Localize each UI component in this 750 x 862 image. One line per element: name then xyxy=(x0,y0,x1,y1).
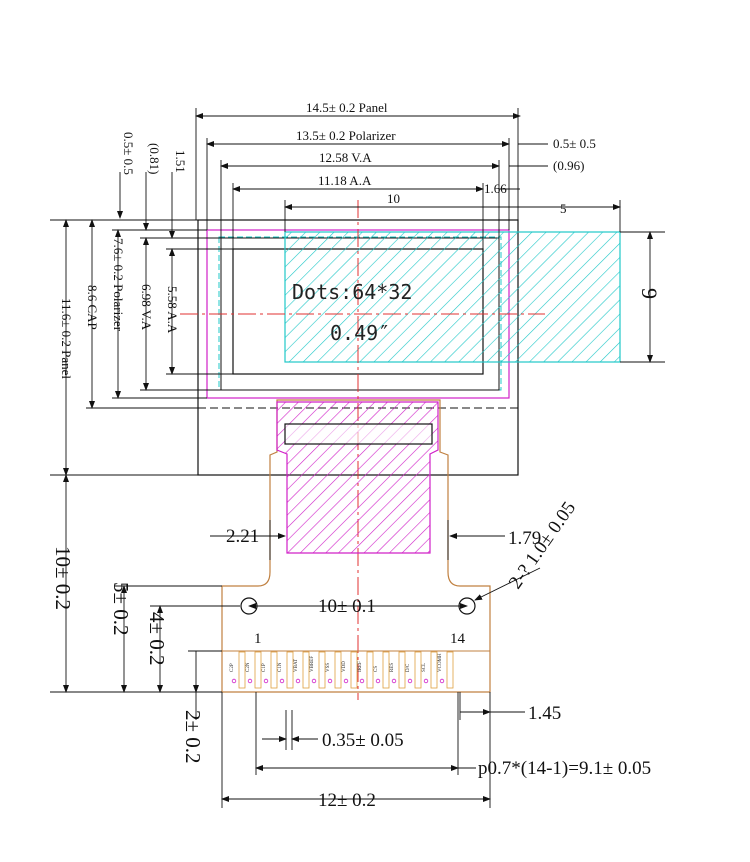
fpc-5-label: 5± 0.2 xyxy=(109,582,133,636)
pin-label: SCL xyxy=(422,663,427,672)
dots-label: Dots:64*32 xyxy=(292,280,412,304)
offset-10-label: 10 xyxy=(387,191,400,206)
panel-width-label: 14.5± 0.2 Panel xyxy=(306,100,388,115)
left-dimension-lines xyxy=(50,219,233,476)
top-dimension-lines xyxy=(195,108,621,249)
pin-pads: C2P C2N C1P C1N VBAT VBREF VSS VDD IREF CS RES D/C S… xyxy=(230,651,454,689)
right-dimension-lines xyxy=(620,231,665,363)
pin-dot xyxy=(407,678,413,684)
fpc-10-label: 10± 0.2 xyxy=(51,546,75,610)
fpc-2-label: 2± 0.2 xyxy=(181,710,205,764)
pin-first-label: 1 xyxy=(254,631,262,647)
pin-pad xyxy=(398,651,406,689)
fpc-179-label: 1.79 xyxy=(508,528,541,549)
pad-145-label: 1.45 xyxy=(528,703,561,724)
dot-region xyxy=(284,231,621,363)
stiffener-window xyxy=(284,423,433,445)
pin-label: RES xyxy=(390,663,395,672)
pin-pad xyxy=(382,651,390,689)
pin-pad xyxy=(366,651,374,689)
pin-pad xyxy=(446,651,454,689)
fpc-width-label: 12± 0.2 xyxy=(318,790,376,811)
fpc-4-label: 4± 0.2 xyxy=(145,612,169,666)
pin-dot xyxy=(247,678,253,684)
aa-height-label: 5.58 A.A xyxy=(165,286,180,334)
right-5-label: 5 xyxy=(560,201,567,216)
pin-dot xyxy=(423,678,429,684)
right-05-label: 0.5± 0.5 xyxy=(553,136,596,151)
pin-dot xyxy=(295,678,301,684)
pin-label: VSS xyxy=(326,663,331,672)
pin-pad xyxy=(238,651,246,689)
pin-dot xyxy=(231,678,237,684)
pin-label: IREF xyxy=(358,661,363,672)
pin-pad xyxy=(350,651,358,689)
pin-label: C2N xyxy=(246,662,251,672)
right-096-label: (0.96) xyxy=(553,158,584,173)
pin-last-label: 14 xyxy=(450,631,466,647)
pad-pitch-label: p0.7*(14-1)=9.1± 0.05 xyxy=(478,758,651,779)
pin-dot xyxy=(327,678,333,684)
pin-label: VDD xyxy=(342,661,347,672)
pin-pad xyxy=(254,651,262,689)
hole-pitch-label: 10± 0.1 xyxy=(318,596,376,617)
pin-label: C2P xyxy=(230,663,235,672)
pin-pad xyxy=(414,651,422,689)
pin-pad xyxy=(430,651,438,689)
left-151-label: 1.51 xyxy=(173,150,188,173)
size-label: 0.49″ xyxy=(330,321,390,345)
pin-label: C1N xyxy=(278,662,283,672)
pin-dot xyxy=(439,678,445,684)
left-05-label: 0.5± 0.5 xyxy=(121,132,136,175)
right-166-label: 1.66 xyxy=(484,181,507,196)
pin-pad xyxy=(318,651,326,689)
pin-label: D/C xyxy=(406,663,411,672)
pin-pad xyxy=(270,651,278,689)
pin-pad xyxy=(334,651,342,689)
height-9-label: 9 xyxy=(637,288,662,299)
cap-height-label: 8.6 CAP xyxy=(85,285,100,330)
panel-height-label: 11.6± 0.2 Panel xyxy=(59,298,74,379)
va-width-label: 12.58 V.A xyxy=(319,150,372,165)
left-top-dimension-lines xyxy=(100,172,233,250)
left-081-label: (0.81) xyxy=(147,143,162,174)
pin-dot xyxy=(375,678,381,684)
pin-label: CS xyxy=(374,666,379,672)
pin-dot xyxy=(343,678,349,684)
pin-label: C1P xyxy=(262,663,267,672)
va-height-label: 6.98 V.A xyxy=(139,284,154,331)
pin-pad xyxy=(286,651,294,689)
pin-dot xyxy=(279,678,285,684)
aa-width-label: 11.18 A.A xyxy=(318,173,372,188)
pin-label: VCOMH xyxy=(438,653,443,672)
polarizer-width-label: 13.5± 0.2 Polarizer xyxy=(296,128,396,143)
fpc-dimension-lines xyxy=(50,474,541,808)
pin-dot xyxy=(391,678,397,684)
pin-dot xyxy=(311,678,317,684)
pin-label: VBREF xyxy=(310,656,315,672)
pad-width-label: 0.35± 0.05 xyxy=(322,730,404,751)
pin-dot xyxy=(359,678,365,684)
pin-dot xyxy=(263,678,269,684)
pin-pad xyxy=(302,651,310,689)
pin-label: VBAT xyxy=(294,659,299,672)
fpc-221-label: 2.21 xyxy=(226,526,259,547)
polarizer-height-label: 7.6± 0.2 Polarizer xyxy=(111,238,126,332)
